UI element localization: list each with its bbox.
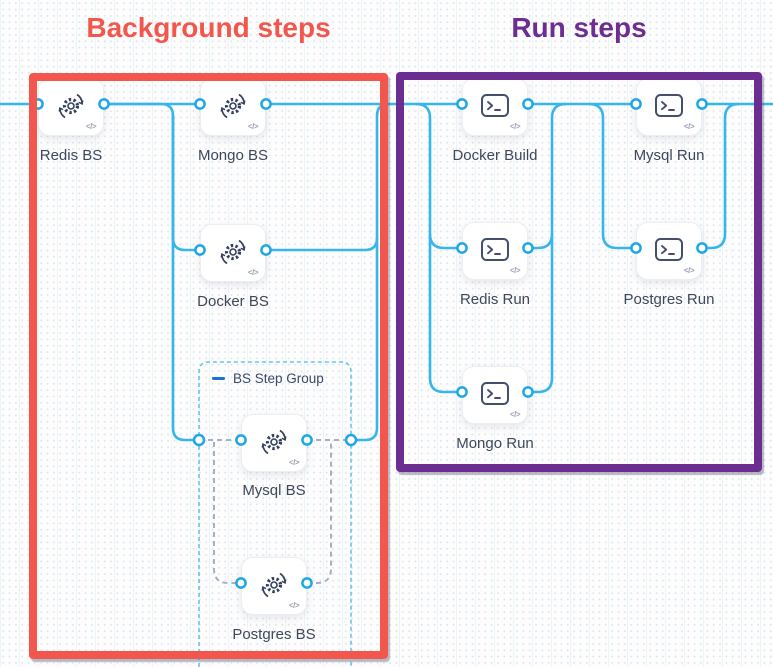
step-label-mysql-run: Mysql Run <box>633 147 705 164</box>
step-group-header[interactable]: BS Step Group <box>212 371 324 386</box>
step-card-docker-bs[interactable]: </> <box>200 224 266 282</box>
step-label-docker-bs: Docker BS <box>197 293 269 310</box>
code-icon: </> <box>247 268 259 277</box>
sync-gear-icon <box>261 572 287 598</box>
code-icon: </> <box>288 458 300 467</box>
terminal-icon <box>481 238 509 261</box>
step-label-docker-build: Docker Build <box>452 147 538 164</box>
step-label-mongo-run: Mongo Run <box>456 435 534 452</box>
step-group-label: BS Step Group <box>233 371 324 386</box>
step-label-redis-run: Redis Run <box>459 291 531 308</box>
step-label-redis-bs: Redis BS <box>39 147 103 164</box>
code-icon: </> <box>683 266 695 275</box>
step-card-postgres-bs[interactable]: </> <box>241 557 307 615</box>
step-card-redis-bs[interactable]: </> <box>38 78 104 136</box>
sync-gear-icon <box>58 93 84 119</box>
code-icon: </> <box>509 266 521 275</box>
step-card-mysql-bs[interactable]: </> <box>241 414 307 472</box>
terminal-icon <box>655 94 683 117</box>
step-card-redis-run[interactable]: </> <box>462 222 528 280</box>
sync-gear-icon <box>220 239 246 265</box>
terminal-icon <box>655 238 683 261</box>
code-icon: </> <box>85 122 97 131</box>
sync-gear-icon <box>261 429 287 455</box>
step-label-mysql-bs: Mysql BS <box>242 482 306 499</box>
step-card-postgres-run[interactable]: </> <box>636 222 702 280</box>
code-icon: </> <box>509 410 521 419</box>
step-card-mongo-run[interactable]: </> <box>462 366 528 424</box>
code-icon: </> <box>509 122 521 131</box>
step-label-postgres-bs: Postgres BS <box>232 626 316 643</box>
terminal-icon <box>481 382 509 405</box>
step-label-mongo-bs: Mongo BS <box>197 147 269 164</box>
code-icon: </> <box>247 122 259 131</box>
step-card-mysql-run[interactable]: </> <box>636 78 702 136</box>
code-icon: </> <box>288 601 300 610</box>
step-card-mongo-bs[interactable]: </> <box>200 78 266 136</box>
code-icon: </> <box>683 122 695 131</box>
step-card-docker-build[interactable]: </> <box>462 78 528 136</box>
collapse-icon[interactable] <box>212 377 225 380</box>
step-label-postgres-run: Postgres Run <box>623 291 715 308</box>
terminal-icon <box>481 94 509 117</box>
sync-gear-icon <box>220 93 246 119</box>
